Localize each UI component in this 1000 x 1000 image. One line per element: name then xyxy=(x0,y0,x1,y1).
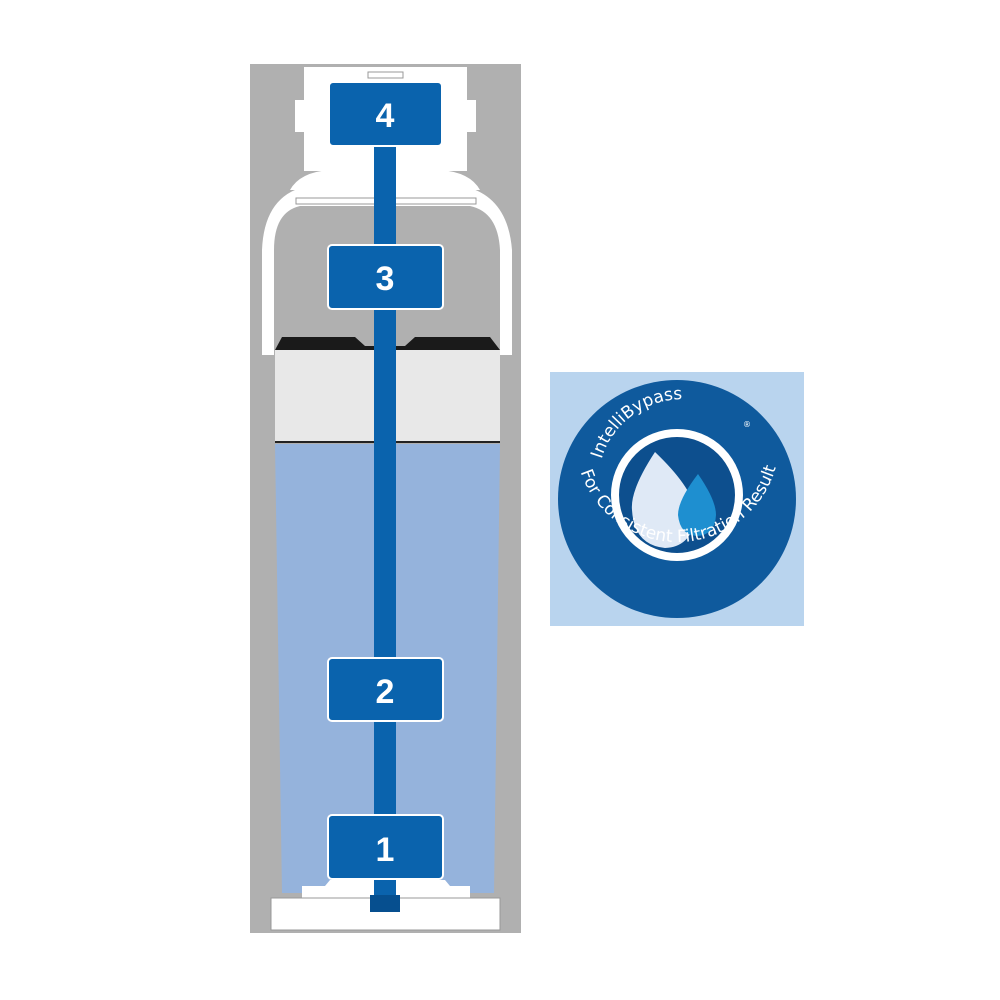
stage-3-box: 3 xyxy=(327,244,444,310)
head-tab-right xyxy=(464,100,476,132)
stage-1-label: 1 xyxy=(376,831,395,869)
stage-3-label: 3 xyxy=(376,260,395,298)
stage-4-box: 4 xyxy=(328,81,443,147)
tube-outlet xyxy=(370,895,400,912)
registered-mark: ® xyxy=(743,420,751,429)
stage-1-box: 1 xyxy=(327,814,444,880)
stage-2-label: 2 xyxy=(376,673,395,711)
drop-blue-icon xyxy=(678,474,716,536)
drop-light-icon xyxy=(631,452,696,548)
stage-2-box: 2 xyxy=(327,657,444,722)
head-tab-left xyxy=(295,100,307,132)
housing-shell xyxy=(262,188,512,355)
seal-band xyxy=(275,337,500,350)
stage-4-label: 4 xyxy=(376,97,395,135)
head-cap xyxy=(367,71,404,79)
